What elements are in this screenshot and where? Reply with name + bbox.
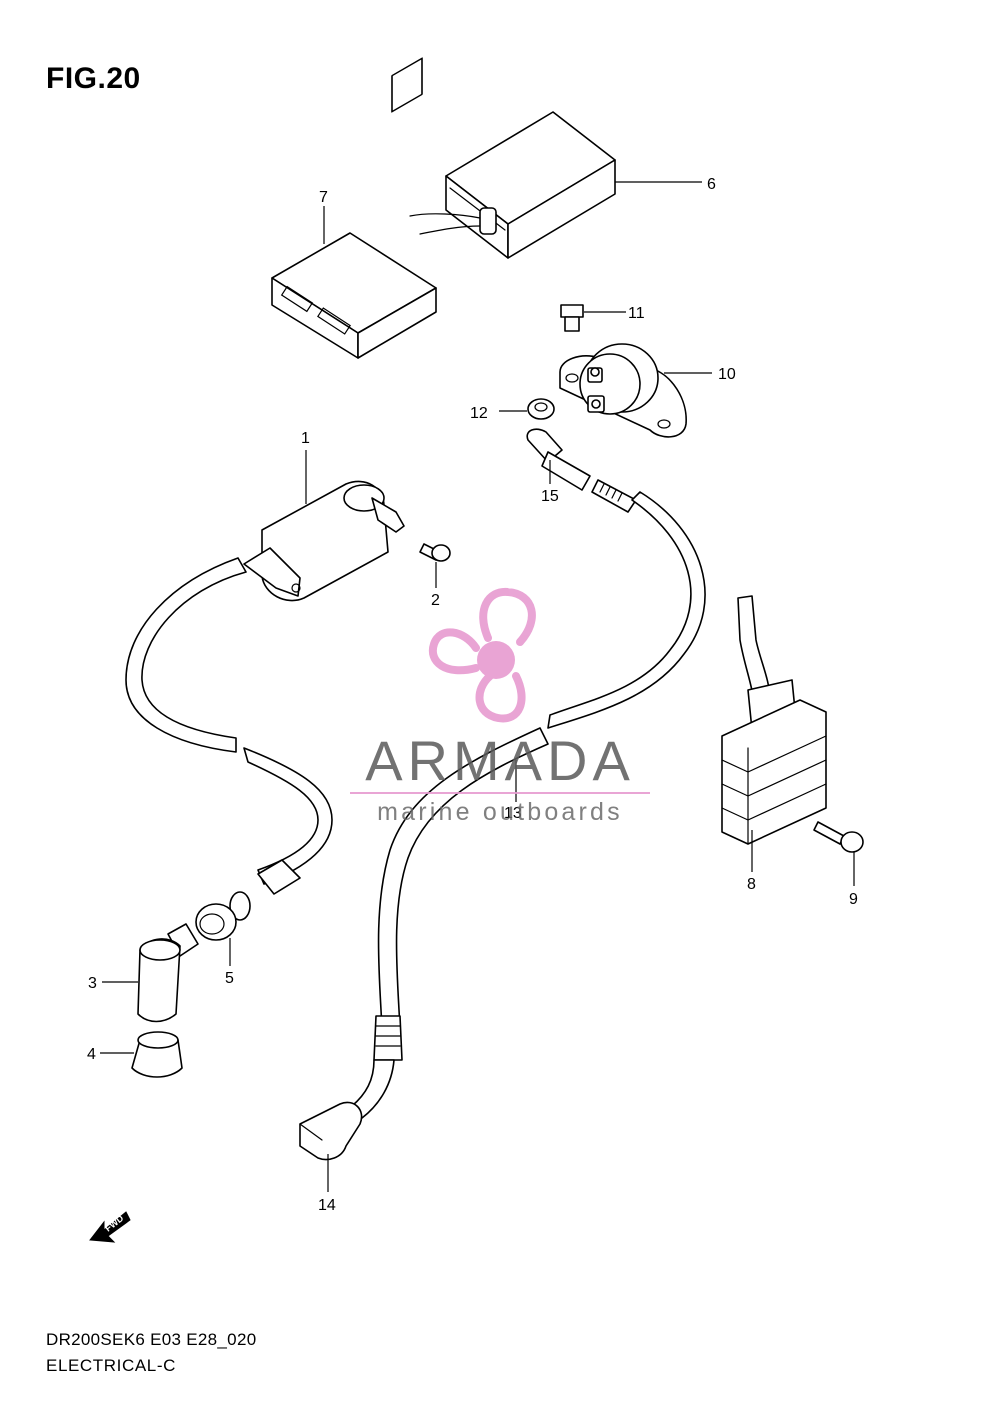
relay-bolt-drawing bbox=[560, 304, 626, 332]
control-unit-drawing bbox=[409, 111, 702, 259]
starter-lead-upper-drawing bbox=[351, 428, 706, 1119]
watermark-tagline: marine outboards bbox=[377, 798, 623, 826]
regulator-rectifier-drawing bbox=[721, 595, 827, 872]
starter-relay-drawing bbox=[559, 343, 712, 438]
callout-13: 13 bbox=[504, 805, 522, 822]
callout-3: 3 bbox=[88, 975, 97, 992]
callout-1: 1 bbox=[301, 430, 310, 447]
callout-7: 7 bbox=[319, 189, 328, 206]
lead-terminal-cap-drawing bbox=[299, 1101, 363, 1192]
relay-nut-drawing bbox=[499, 398, 555, 420]
callout-2: 2 bbox=[431, 592, 440, 609]
callout-4: 4 bbox=[87, 1046, 96, 1063]
callout-5: 5 bbox=[225, 970, 234, 987]
spark-plug-cap-drawing bbox=[102, 923, 199, 1023]
callout-10: 10 bbox=[718, 366, 736, 383]
coil-bolt-drawing bbox=[419, 543, 451, 588]
regulator-bolt-drawing bbox=[813, 821, 864, 886]
plug-cap-cover-drawing bbox=[100, 1031, 183, 1078]
fwd-direction-arrow: FWD bbox=[89, 1211, 131, 1243]
model-code: DR200SEK6 E03 E28_020 bbox=[46, 1330, 257, 1349]
watermark-divider bbox=[350, 792, 650, 794]
watermark-brand: ARMADA bbox=[365, 729, 635, 792]
cord-grommet-drawing bbox=[195, 891, 251, 966]
watermark-propeller-logo bbox=[428, 587, 536, 723]
figure-title: FIG.20 bbox=[46, 62, 141, 95]
callout-6: 6 bbox=[707, 176, 716, 193]
callout-12: 12 bbox=[470, 405, 488, 422]
callout-14: 14 bbox=[318, 1197, 336, 1214]
callout-8: 8 bbox=[747, 876, 756, 893]
control-module-drawing bbox=[271, 57, 437, 359]
callout-15: 15 bbox=[541, 488, 559, 505]
callout-numbers: 1 2 3 4 5 6 7 8 9 10 11 12 13 14 15 bbox=[87, 176, 858, 1214]
callout-9: 9 bbox=[849, 891, 858, 908]
ignition-coil-drawing bbox=[125, 450, 405, 895]
callout-11: 11 bbox=[628, 305, 645, 322]
section-name: ELECTRICAL-C bbox=[46, 1356, 177, 1375]
